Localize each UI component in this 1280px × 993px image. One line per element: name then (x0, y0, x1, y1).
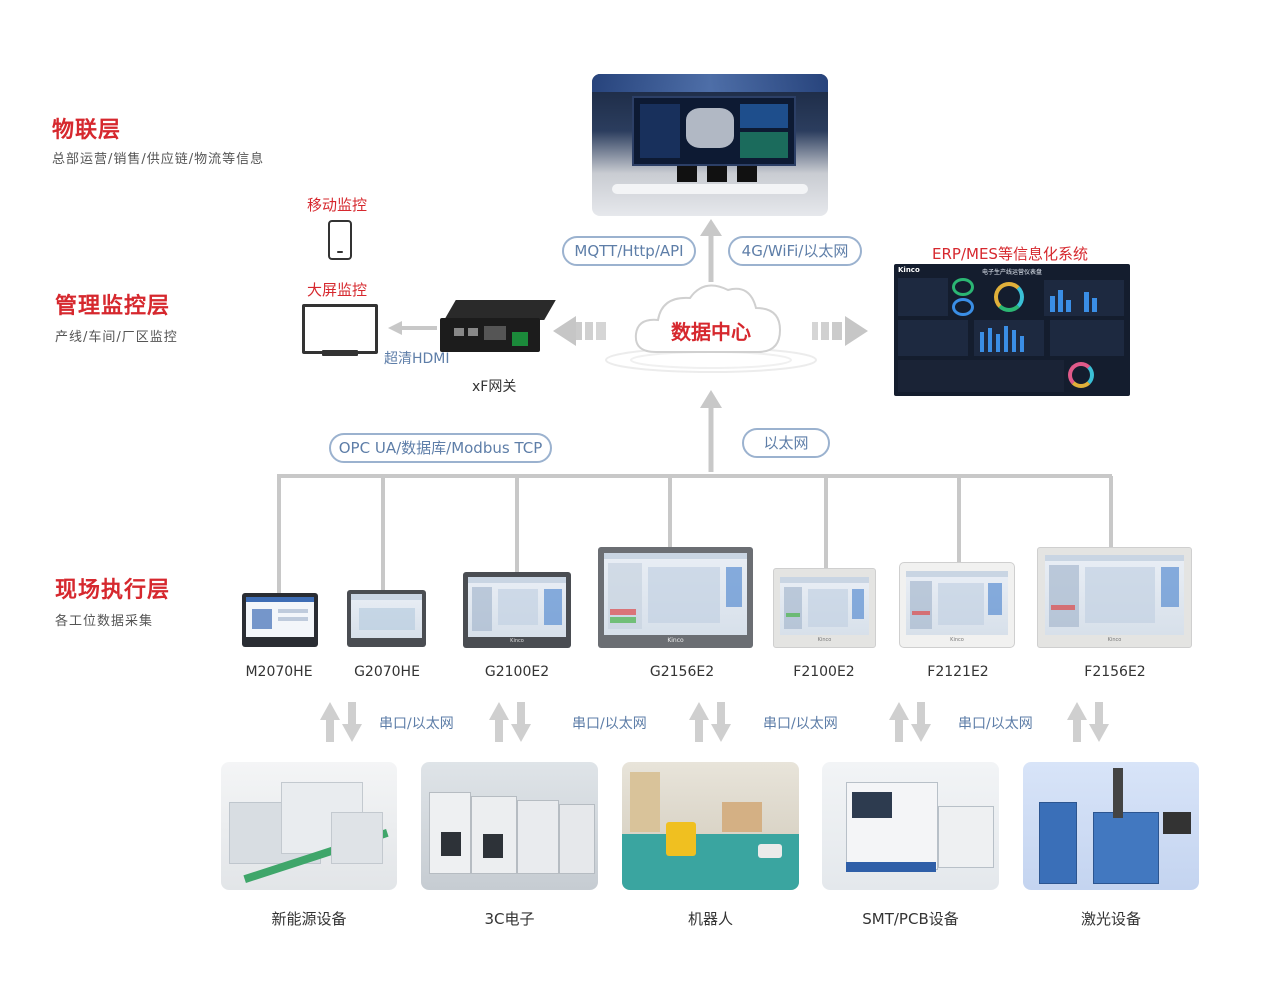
hmi-f2156e2: Kinco (1037, 547, 1192, 648)
serial-label-4: 串口/以太网 (958, 716, 1033, 732)
erp-dashboard: Kinco 电子生产线运营仪表盘 (894, 264, 1130, 396)
layer-field: 现场执行层 各工位数据采集 (55, 572, 170, 629)
dashboard-brand: Kinco (898, 266, 920, 274)
hmi-f2100e2: Kinco (773, 568, 876, 648)
hmi-g2100e2: Kinco (463, 572, 571, 648)
equipment-laser-image (1023, 762, 1199, 890)
arrow-to-gateway (553, 316, 606, 346)
control-room-image (592, 74, 828, 216)
arrow-to-control-room (700, 219, 722, 282)
device-label-g2156e2: G2156E2 (649, 664, 715, 680)
protocol-mqtt-pill: MQTT/Http/API (562, 236, 696, 266)
device-label-f2156e2: F2156E2 (1084, 664, 1146, 680)
screen-monitor-label: 大屏监控 (307, 281, 368, 299)
arrow-to-monitor (388, 321, 437, 335)
hmi-f2121e2-brand: Kinco (950, 637, 964, 643)
layer-iot: 物联层 总部运营/销售/供应链/物流等信息 (52, 112, 264, 167)
layer-management: 管理监控层 产线/车间/厂区监控 (55, 288, 178, 345)
hmi-m2070he (242, 593, 318, 647)
protocol-ethernet-pill: 以太网 (742, 428, 830, 458)
dashboard-title: 电子生产线运营仪表盘 (981, 269, 1042, 276)
device-label-f2100e2: F2100E2 (793, 664, 855, 680)
protocol-opc-pill: OPC UA/数据库/Modbus TCP (329, 433, 552, 463)
layer-management-subtitle: 产线/车间/厂区监控 (55, 330, 178, 345)
serial-label-1: 串口/以太网 (379, 716, 454, 732)
cloud-icon (605, 284, 817, 373)
hmi-g2156e2-brand: Kinco (667, 637, 684, 644)
bidirectional-arrows (320, 702, 1109, 742)
serial-label-2: 串口/以太网 (572, 716, 647, 732)
equipment-label-3c: 3C电子 (484, 910, 535, 928)
hmi-f2156e2-brand: Kinco (1107, 637, 1122, 643)
gateway-label: xF网关 (472, 379, 517, 395)
hmi-g2070he (347, 590, 426, 647)
mobile-monitor-label: 移动监控 (307, 196, 368, 214)
device-label-g2100e2: G2100E2 (484, 664, 550, 680)
equipment-new-energy-image (221, 762, 397, 890)
equipment-label-robot: 机器人 (687, 910, 733, 928)
data-center-label: 数据中心 (671, 320, 751, 344)
device-label-f2121e2: F2121E2 (927, 664, 989, 680)
serial-label-3: 串口/以太网 (763, 716, 838, 732)
data-center: 数据中心 (604, 274, 818, 374)
equipment-3c-image (421, 762, 598, 890)
device-label-m2070he: M2070HE (245, 664, 313, 680)
equipment-label-new-energy: 新能源设备 (271, 910, 347, 928)
monitor-icon (302, 304, 378, 354)
hdmi-label: 超清HDMI (384, 351, 450, 367)
layer-field-title: 现场执行层 (55, 578, 171, 603)
erp-label: ERP/MES等信息化系统 (932, 245, 1088, 263)
layer-iot-title: 物联层 (52, 118, 122, 143)
equipment-label-laser: 激光设备 (1080, 910, 1141, 928)
equipment-label-smt: SMT/PCB设备 (862, 910, 959, 928)
gateway-device (440, 300, 556, 354)
hmi-f2100e2-brand: Kinco (817, 637, 832, 643)
arrow-to-erp (812, 316, 868, 346)
device-label-g2070he: G2070HE (354, 664, 420, 680)
protocol-wireless-pill: 4G/WiFi/以太网 (728, 236, 862, 266)
arrow-to-data-center (700, 390, 722, 472)
layer-field-subtitle: 各工位数据采集 (55, 614, 154, 629)
phone-icon (328, 220, 352, 260)
equipment-robot-image (622, 762, 799, 890)
hmi-g2100e2-brand: Kinco (510, 638, 524, 644)
monitor-stand (322, 350, 358, 356)
hmi-g2156e2: Kinco (598, 547, 753, 648)
layer-iot-subtitle: 总部运营/销售/供应链/物流等信息 (52, 152, 265, 167)
hmi-f2121e2: Kinco (899, 562, 1015, 648)
equipment-smt-image (822, 762, 999, 890)
layer-management-title: 管理监控层 (55, 294, 171, 319)
